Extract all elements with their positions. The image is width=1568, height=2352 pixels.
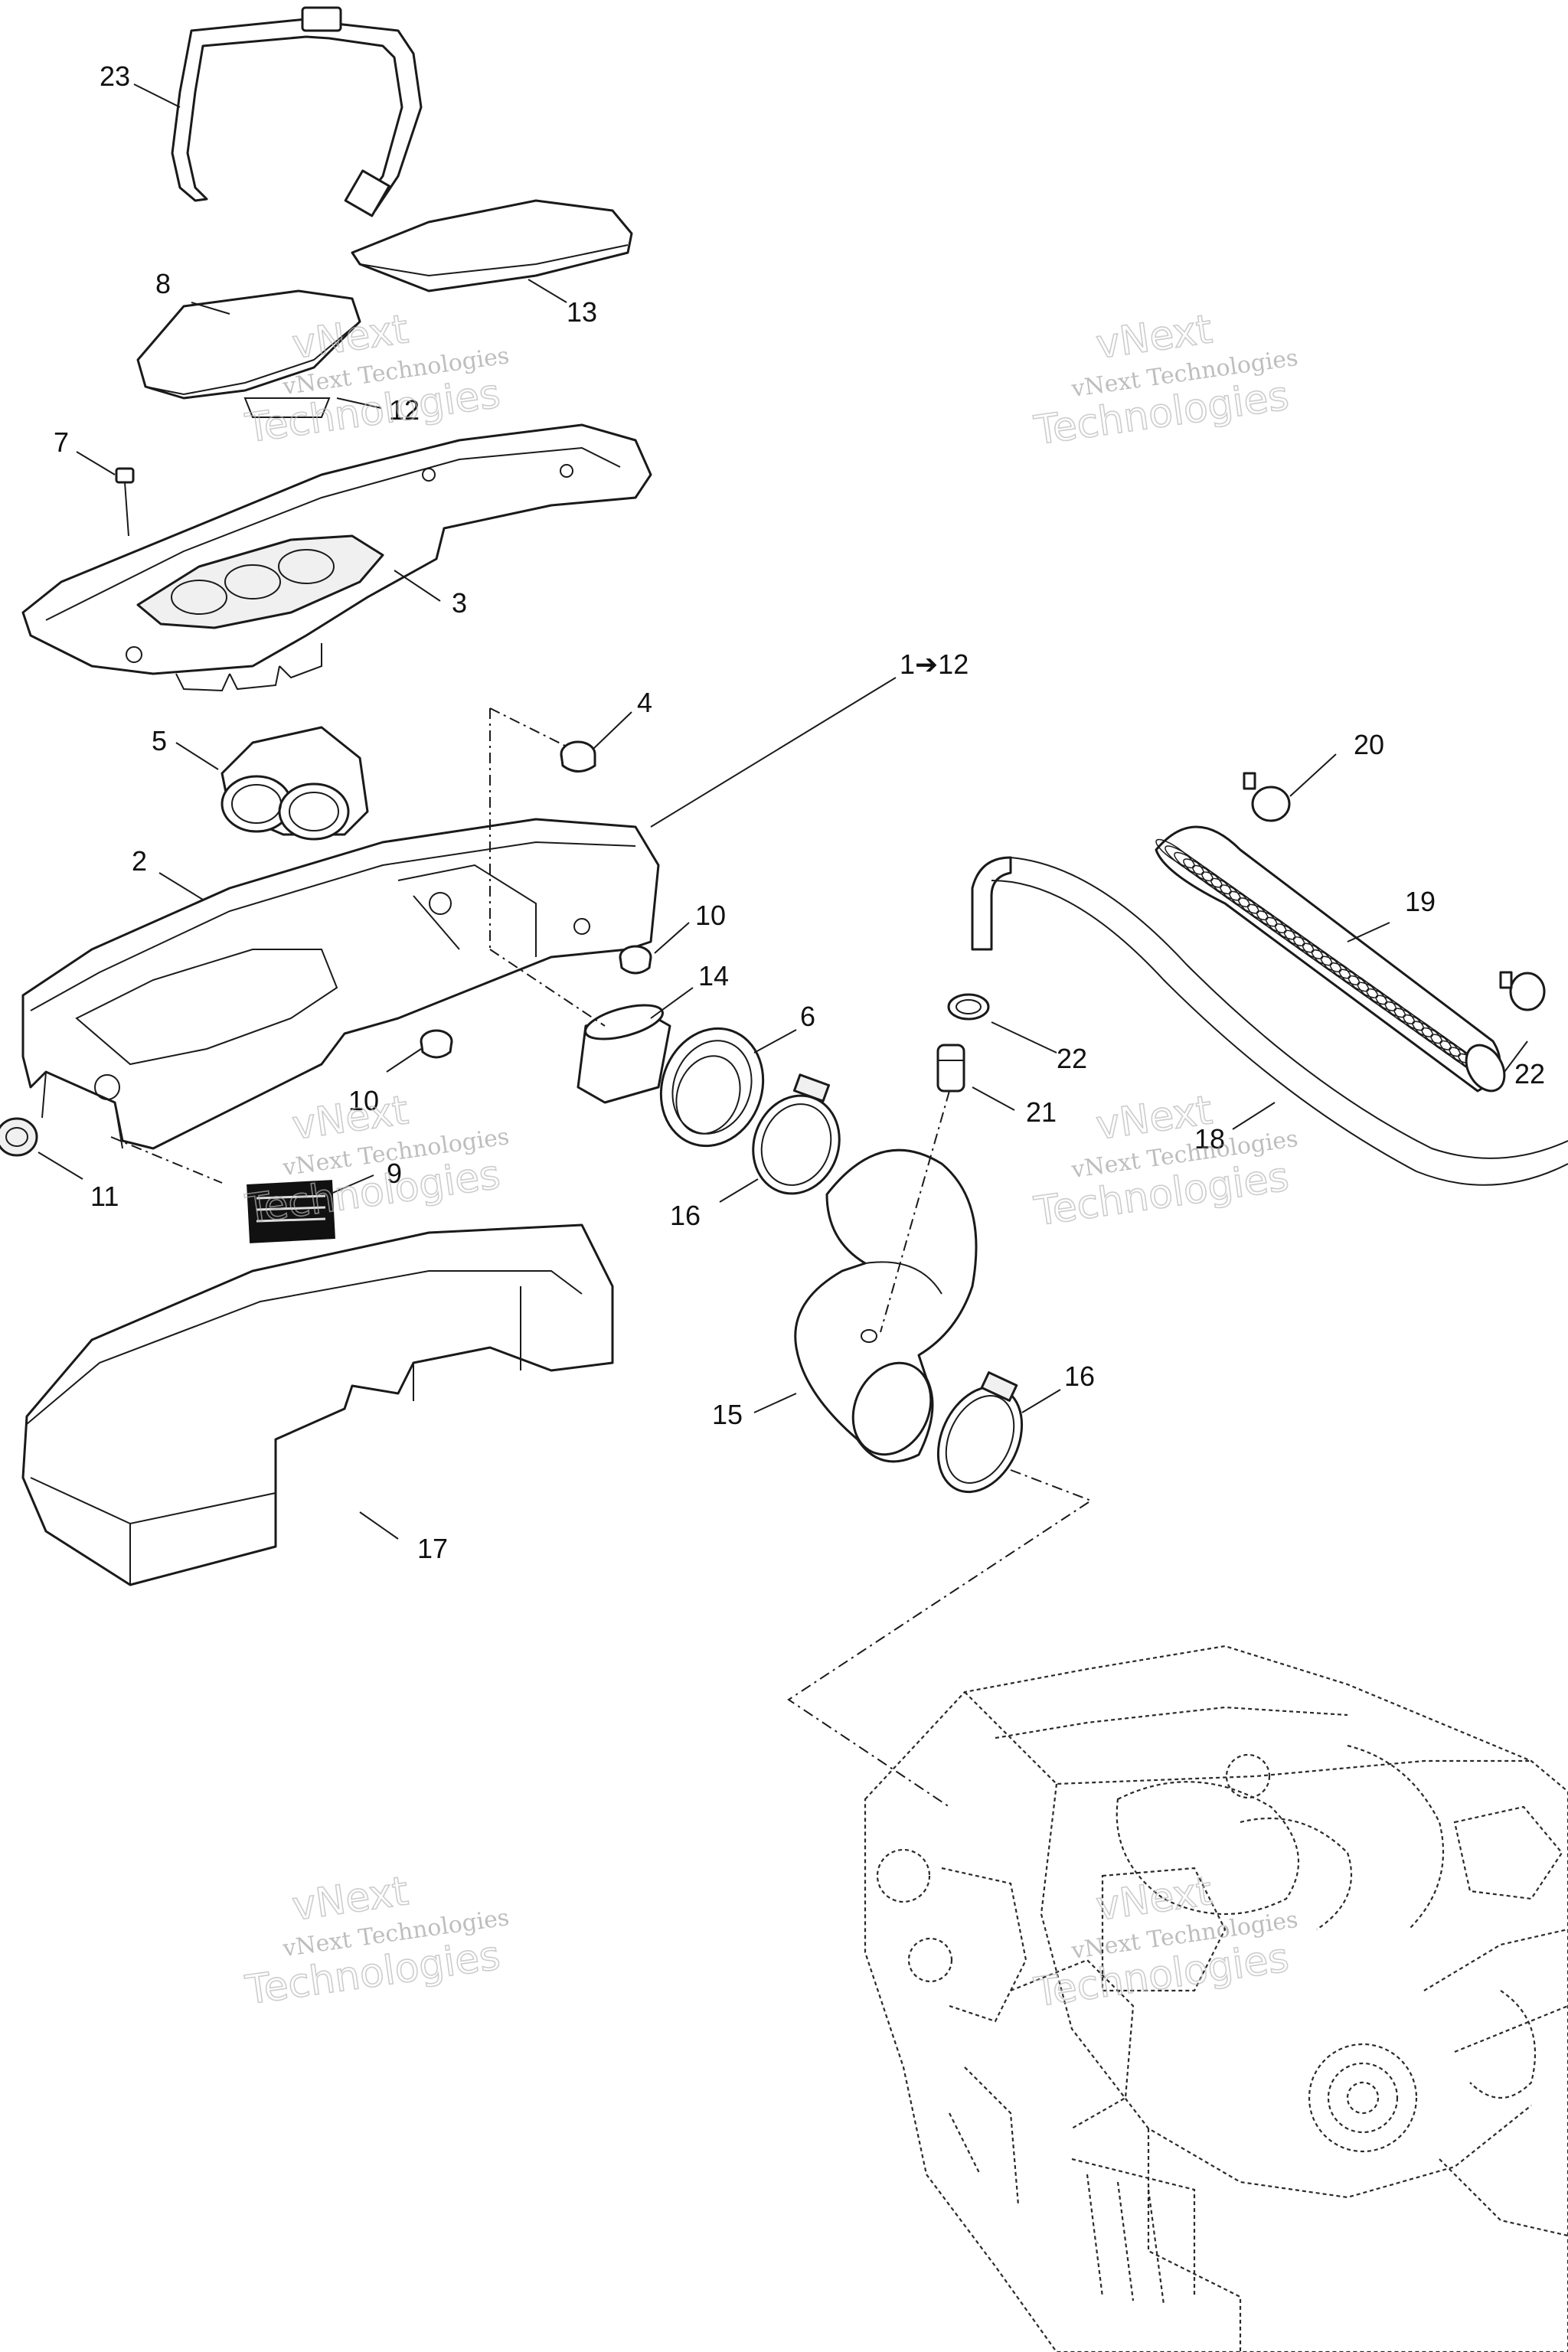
watermark-6: vNext vNext Technologies Technologies [1031, 1867, 1299, 2017]
part-5-adaptor [220, 726, 369, 841]
part-16-clamp-upper [752, 1073, 841, 1195]
part-6-seal [659, 1027, 765, 1148]
callout-9: 9 [387, 1158, 402, 1189]
part-8-filter [136, 289, 361, 400]
centerline-fitting [880, 1090, 950, 1333]
watermark-5: vNext vNext Technologies Technologies [242, 1867, 511, 2014]
callout-20: 20 [1354, 729, 1384, 760]
part-11-grommet [0, 1117, 38, 1157]
part-15-duct [794, 1148, 978, 1463]
engine-reference [864, 1645, 1568, 2352]
callout-22-left: 22 [1057, 1043, 1087, 1074]
callout-labels: 23 8 13 12 7 3 1➔12 4 5 2 10 14 6 10 11 … [54, 60, 1545, 1564]
callout-4: 4 [637, 687, 652, 718]
callout-22-right: 22 [1514, 1058, 1545, 1089]
part-10-plug-upper [619, 945, 652, 975]
part-3-airbox-top [21, 423, 652, 692]
watermark-2: vNext vNext Technologies Technologies [1031, 305, 1299, 455]
leader-lines [38, 83, 1528, 1540]
callout-1-to-12: 1➔12 [900, 648, 969, 680]
callout-11: 11 [90, 1181, 119, 1212]
callout-17: 17 [417, 1533, 448, 1564]
watermark-4: vNext vNext Technologies Technologies [1031, 1086, 1299, 1236]
part-18-hose [971, 856, 1568, 1186]
callout-10-upper: 10 [695, 900, 726, 931]
part-10-plug-lower [420, 1029, 453, 1059]
callout-5: 5 [152, 725, 167, 756]
callout-10-lower: 10 [348, 1085, 379, 1116]
callout-13: 13 [567, 296, 597, 328]
callout-16-lower: 16 [1064, 1361, 1095, 1392]
callout-8: 8 [155, 268, 171, 299]
part-7-screw [115, 467, 135, 537]
part-17-cover [21, 1223, 614, 1586]
callout-6: 6 [800, 1001, 815, 1032]
part-13-cover [351, 199, 633, 292]
callout-14: 14 [698, 960, 729, 991]
part-19-corrugated-hose [1155, 825, 1506, 1093]
callout-16-upper: 16 [670, 1200, 701, 1231]
callout-23: 23 [100, 60, 130, 92]
part-21-fitting [936, 1044, 965, 1093]
part-14-sleeve [577, 1004, 671, 1104]
part-2-airbox-bottom [21, 818, 660, 1150]
part-16-clamp-lower [936, 1371, 1024, 1494]
callout-15: 15 [712, 1399, 743, 1430]
callout-21: 21 [1026, 1096, 1057, 1128]
callout-3: 3 [452, 587, 467, 619]
callout-12: 12 [389, 394, 420, 426]
callout-2: 2 [132, 845, 147, 877]
part-4-plug [560, 740, 596, 773]
part-22-clip-right [1499, 971, 1546, 1011]
centerline-label [110, 1136, 223, 1184]
part-20-clip [1243, 772, 1291, 822]
part-22-clip-left [947, 993, 990, 1021]
watermark-3: vNext vNext Technologies Technologies [242, 1086, 511, 1233]
part-12-clip [243, 397, 331, 418]
part-9-label [247, 1180, 335, 1243]
callout-18: 18 [1194, 1123, 1225, 1155]
part-23-strap [171, 6, 423, 217]
centerline-airbox [489, 707, 606, 1027]
callout-7: 7 [54, 426, 69, 458]
centerline-duct-engine [787, 1469, 1093, 1808]
callout-19: 19 [1405, 886, 1436, 917]
